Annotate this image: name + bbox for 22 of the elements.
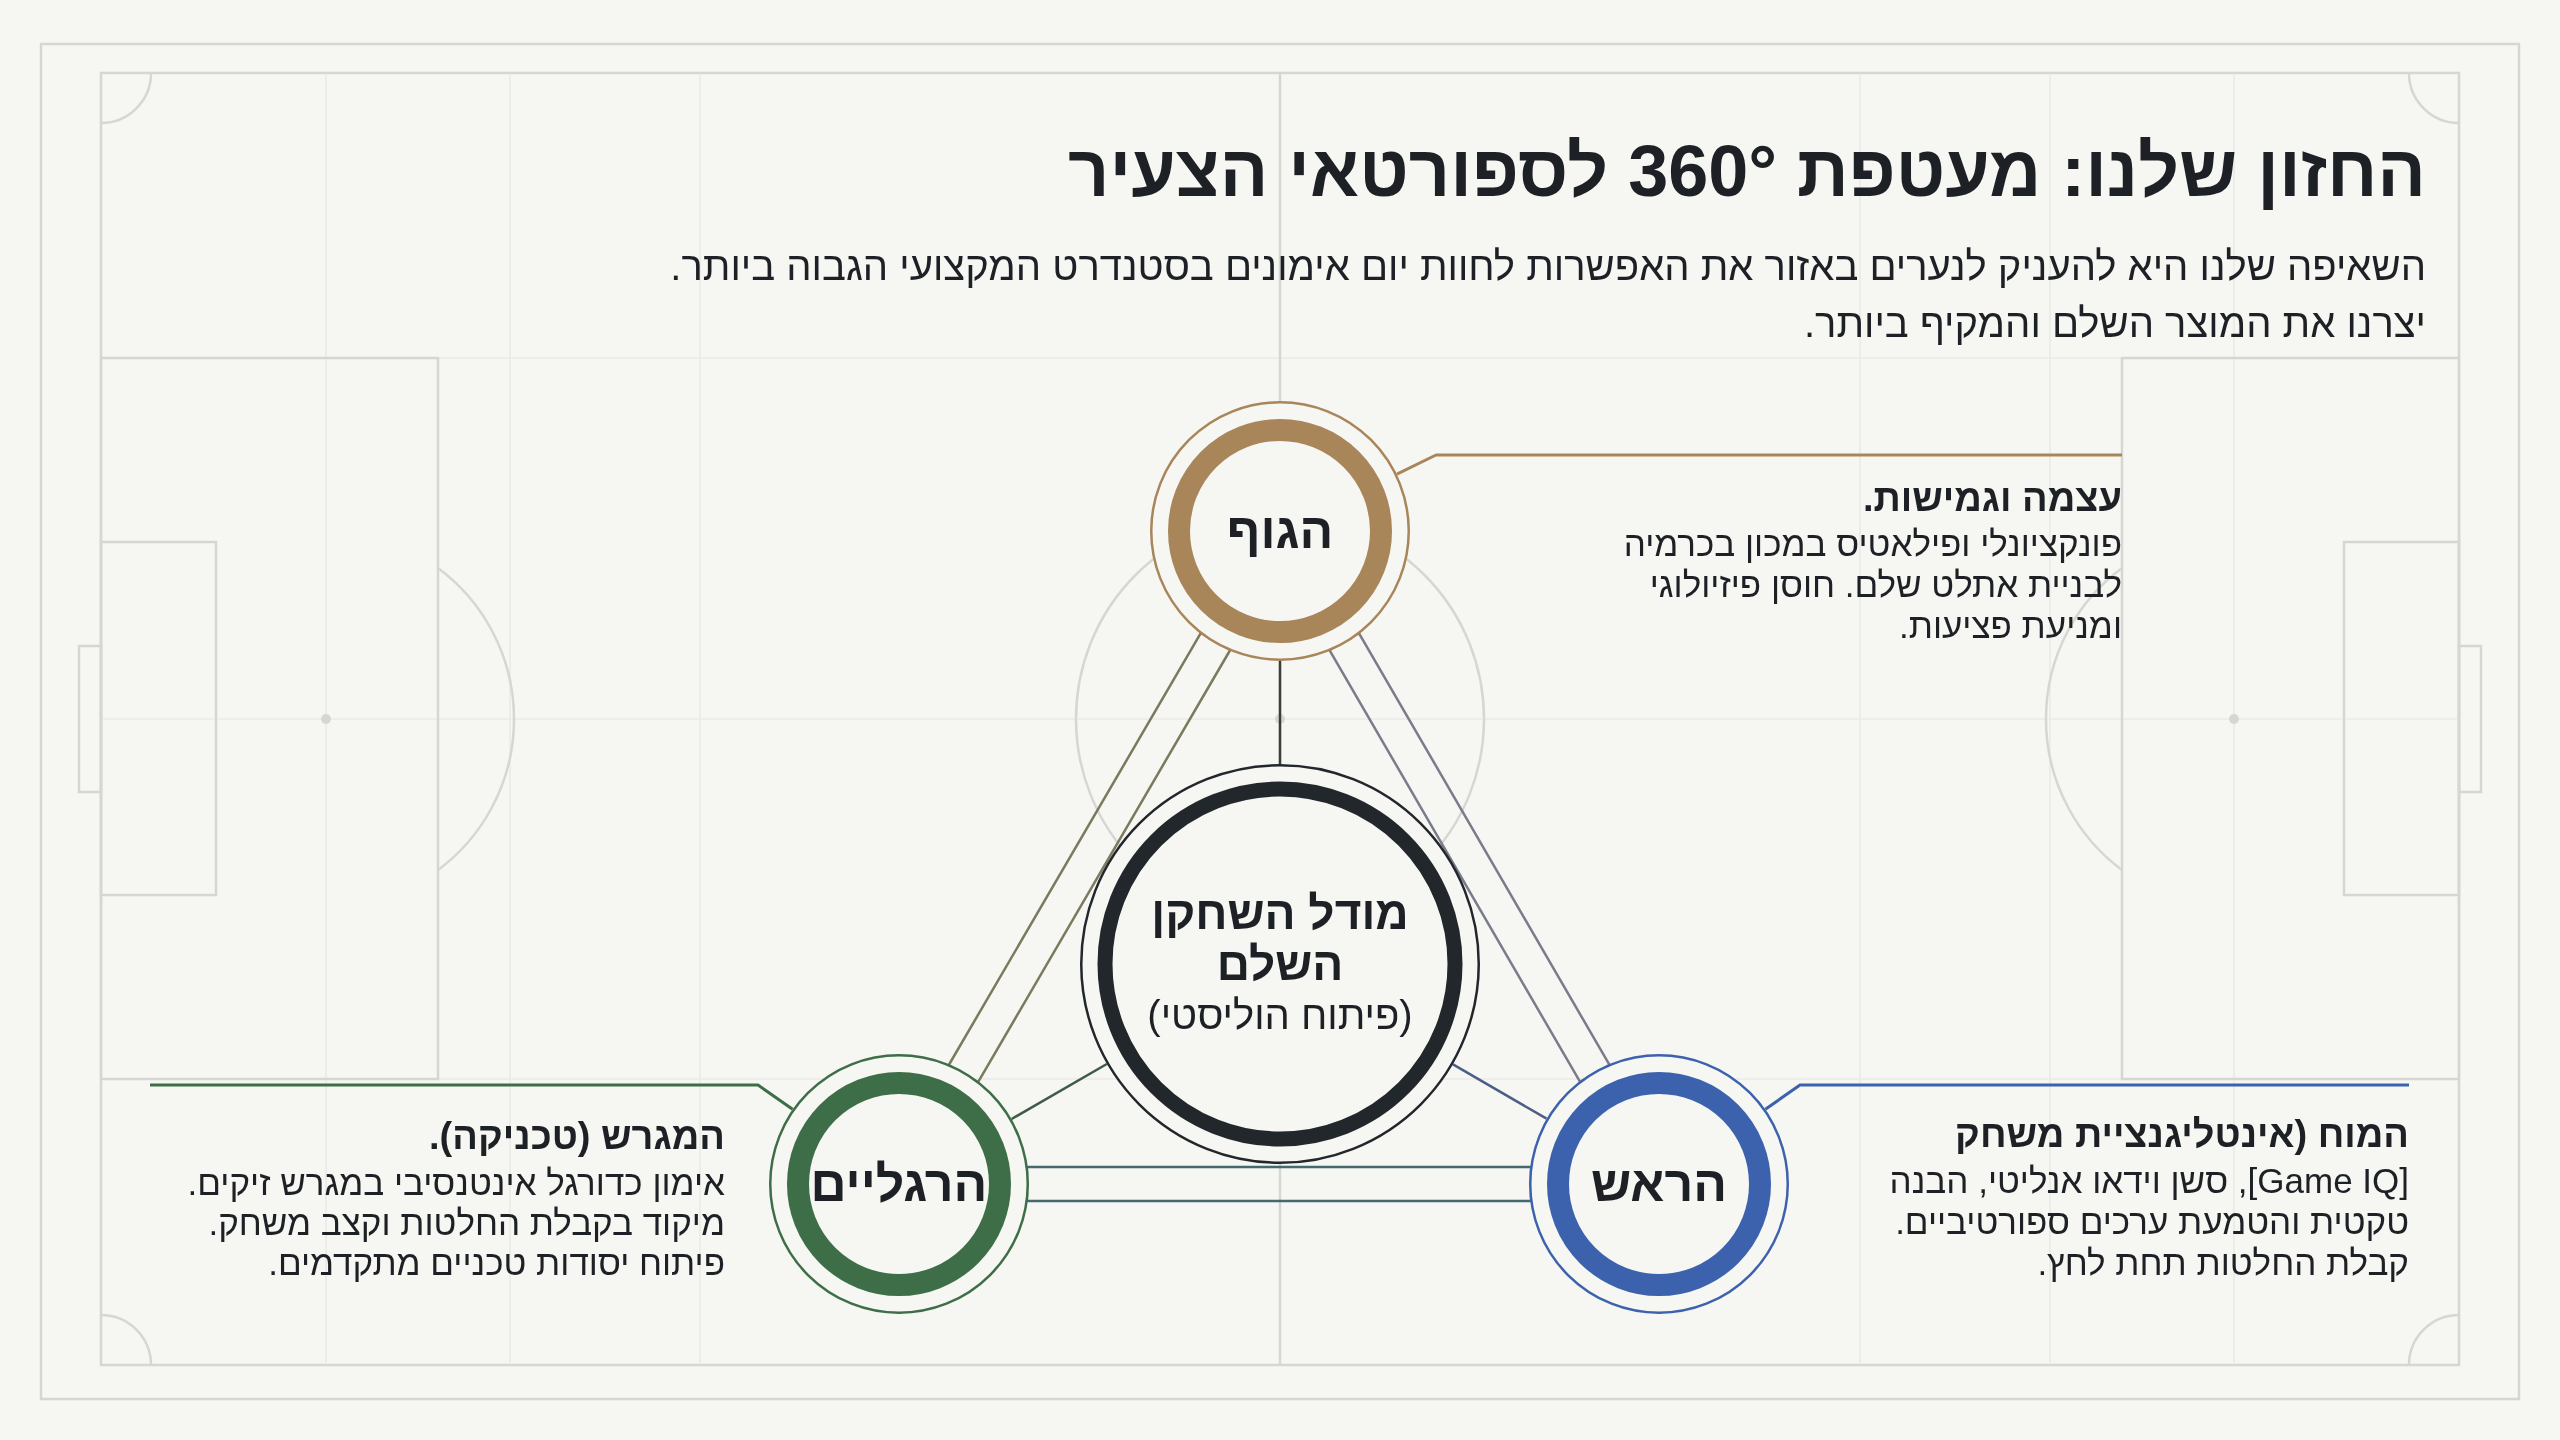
circle-title: מודל השחקן השלם [1150,887,1410,990]
leader-line [150,1083,794,1111]
double-line [947,631,1232,1084]
connector-line [1452,1063,1548,1120]
double-line [1328,631,1611,1084]
circle-label: הראש [1591,1155,1727,1213]
leader-line [1396,453,2122,476]
connector-line [1278,661,1282,764]
paragraph: [Game IQ], סשן וידאו אנליטי, הבנה טקטית והטמעת ערכים ספורטיביים. קבלת החלטות תחת לחץ. [1888,1160,2409,1283]
title: החזון שלנו: מעטפת 360° לספורטאי הצעיר [1068,130,2426,213]
circle-subtitle: (פיתוח הוליסטי) [1147,991,1413,1039]
connector-line [1010,1062,1108,1121]
circle-label: הגוף [1226,502,1334,560]
heading: המגרש (טכניקה). [429,1114,725,1159]
paragraph: השאיפה שלנו היא להעניק לנערים באזור את האפשרות לחוות יום אימונים בסטנדרט המקצועי הגבוה ביותר. יצרנו את המוצר השלם והמקיף ביותר. [669,243,2426,347]
leader-line [1764,1083,2409,1111]
double-line [1025,1165,1533,1203]
paragraph: פונקציונלי ופילאטיס במכון בכרמיה לבניית אתלט שלם. חוסן פיזיולוגי ומניעת פציעות. [1622,523,2122,646]
heading: המוח (אינטליגנציית משחק [1955,1112,2409,1157]
heading: עצמה וגמישות. [1862,476,2122,521]
paragraph: אימון כדורגל אינטנסיבי במגרש זיקים. מיקוד בקבלת החלטות וקצב משחק. פיתוח יסודות טכניים מתקדמים. [186,1163,725,1283]
circle-label: הרגליים [810,1155,988,1213]
